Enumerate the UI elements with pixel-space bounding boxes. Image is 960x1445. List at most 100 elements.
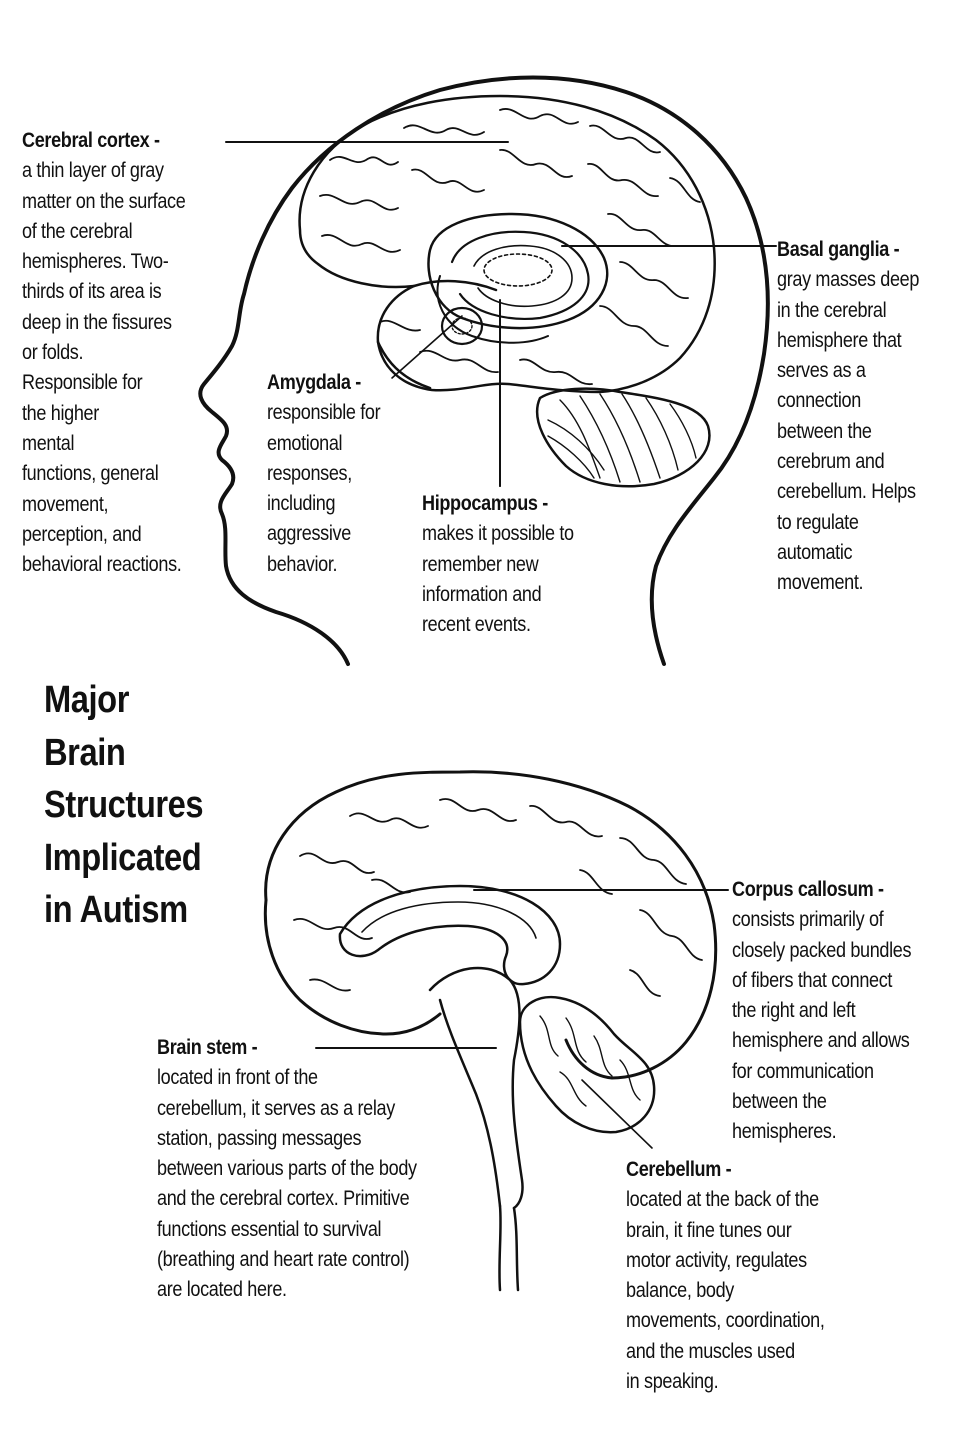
head-profile-outline <box>200 78 768 665</box>
label-term: Cerebral cortex - <box>22 129 160 152</box>
label-line: in speaking. <box>626 1370 719 1394</box>
label-line: automatic <box>777 540 853 564</box>
hippocampus-arc-inner <box>474 246 572 307</box>
label-brain-stem: Brain stem - located in front of the cer… <box>157 1033 417 1306</box>
lateral-ventricle-hook <box>438 276 548 343</box>
label-line: station, passing messages <box>157 1126 362 1150</box>
label-line: deep in the fissures <box>22 310 172 334</box>
label-line: emotional <box>267 431 343 455</box>
label-line: of fibers that connect <box>732 968 893 992</box>
label-line: of the cerebral <box>22 219 133 243</box>
corpus-callosum-inner <box>362 902 536 938</box>
label-line: and the cerebral cortex. Primitive <box>157 1187 410 1211</box>
title-line: Structures <box>44 784 204 826</box>
cerebellum-bottom-outline <box>520 997 654 1132</box>
label-corpus-callosum: Corpus callosum - consists primarily of … <box>732 875 912 1148</box>
label-line: gray masses deep <box>777 268 920 292</box>
label-line: between the <box>732 1090 827 1114</box>
amygdala-inner <box>452 318 472 334</box>
title-line: in Autism <box>44 889 188 931</box>
label-line: between various parts of the body <box>157 1157 417 1181</box>
basal-ganglia-shape <box>428 214 607 328</box>
label-term: Hippocampus - <box>422 492 548 515</box>
label-line: responsible for <box>267 401 381 425</box>
label-line: responses, <box>267 461 352 485</box>
label-line: Responsible for <box>22 371 143 395</box>
label-basal-ganglia: Basal ganglia - gray masses deep in the … <box>777 235 919 599</box>
temporal-lobe-outline <box>378 281 496 388</box>
label-line: motor activity, regulates <box>626 1248 807 1272</box>
label-term: Amygdala - <box>267 371 361 394</box>
diagram-title: Major Brain Structures Implicated in Aut… <box>44 674 204 937</box>
title-line: Brain <box>44 731 126 774</box>
cerebellum-top-folia <box>548 394 696 482</box>
label-line: aggressive <box>267 522 351 546</box>
label-line: a thin layer of gray <box>22 159 164 183</box>
label-line: connection <box>777 389 861 413</box>
label-line: remember new <box>422 552 539 576</box>
label-line: hemisphere that <box>777 328 902 352</box>
label-line: mental <box>22 431 75 455</box>
label-cerebellum: Cerebellum - located at the back of the … <box>626 1155 825 1397</box>
brainstem-shape <box>430 968 523 1208</box>
label-line: information and <box>422 582 542 606</box>
label-line: behavior. <box>267 552 338 576</box>
label-line: closely packed bundles <box>732 938 912 962</box>
label-term: Corpus callosum - <box>732 878 884 901</box>
label-line: to regulate <box>777 510 859 534</box>
label-line: hemisphere and allows <box>732 1029 910 1053</box>
label-term: Basal ganglia - <box>777 238 900 261</box>
label-line: located at the back of the <box>626 1188 819 1212</box>
label-line: the higher <box>22 401 99 425</box>
title-line: Major <box>44 679 130 721</box>
label-line: cerebellum, it serves as a relay <box>157 1096 395 1120</box>
cerebellum-bottom-folia <box>540 1016 640 1106</box>
label-line: between the <box>777 419 872 443</box>
cortex-gyri <box>320 109 700 384</box>
label-term: Brain stem - <box>157 1036 258 1059</box>
label-line: functions, general <box>22 462 159 486</box>
thalamus-core <box>484 254 552 286</box>
label-line: balance, body <box>626 1279 734 1303</box>
label-line: hemispheres. <box>732 1120 837 1144</box>
label-line: including <box>267 492 336 516</box>
label-line: and the muscles used <box>626 1339 795 1363</box>
label-line: movements, coordination, <box>626 1309 825 1333</box>
label-line: brain, it fine tunes our <box>626 1218 792 1242</box>
label-line: hemispheres. Two- <box>22 250 169 274</box>
label-line: cerebellum. Helps <box>777 480 916 504</box>
label-term: Cerebellum - <box>626 1158 732 1181</box>
label-line: thirds of its area is <box>22 280 162 304</box>
leader-cerebellum <box>582 1080 652 1148</box>
sagittal-brain-outline <box>266 772 716 1078</box>
corpus-callosum-shape <box>340 886 560 984</box>
label-amygdala: Amygdala - responsible for emotional res… <box>267 368 381 580</box>
label-line: movement, <box>22 492 109 516</box>
amygdala-shape <box>442 308 482 344</box>
hippocampus-arc <box>452 232 589 319</box>
label-line: matter on the surface <box>22 189 186 213</box>
spinal-cord <box>499 1206 518 1290</box>
label-line: perception, and <box>22 522 142 546</box>
label-line: serves as a <box>777 359 866 383</box>
label-line: in the cerebral <box>777 298 887 322</box>
label-line: consists primarily of <box>732 908 884 932</box>
label-line: the right and left <box>732 999 856 1023</box>
label-line: (breathing and heart rate control) <box>157 1248 410 1272</box>
label-hippocampus: Hippocampus - makes it possible to remem… <box>422 489 574 640</box>
label-line: recent events. <box>422 613 531 637</box>
label-line: located in front of the <box>157 1066 318 1090</box>
label-line: behavioral reactions. <box>22 553 182 577</box>
label-line: makes it possible to <box>422 522 574 546</box>
cerebrum-outline <box>300 96 715 392</box>
title-line: Implicated <box>44 836 202 879</box>
label-line: are located here. <box>157 1278 287 1302</box>
label-line: for communication <box>732 1059 874 1083</box>
cerebellum-top-outline <box>537 389 709 487</box>
label-cerebral-cortex: Cerebral cortex - a thin layer of gray m… <box>22 126 186 580</box>
frontal-lobe-underside <box>265 900 440 1034</box>
label-line: movement. <box>777 571 864 595</box>
label-line: or folds. <box>22 341 84 365</box>
leader-amygdala <box>392 316 462 378</box>
